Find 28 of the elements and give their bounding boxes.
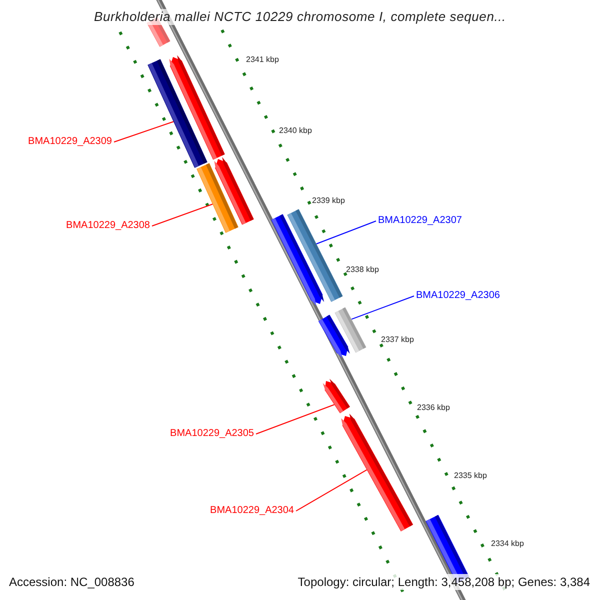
- gene-label: BMA10229_A2309: [28, 135, 112, 149]
- tick-label: 2338 kbp: [346, 265, 379, 275]
- gene-feature: [322, 378, 350, 414]
- gene-feature: [341, 414, 414, 532]
- tick-label: 2337 kbp: [381, 335, 414, 345]
- gene-feature: [169, 55, 225, 160]
- leader-line: [152, 204, 214, 226]
- sequence-info-text: Topology: circular; Length: 3,458,208 bp; Genes: 3,384: [298, 574, 590, 590]
- gene-label: BMA10229_A2305: [170, 427, 254, 441]
- gene-label: BMA10229_A2308: [66, 219, 150, 233]
- gene-label: BMA10229_A2306: [416, 289, 500, 303]
- tick-label: 2339 kbp: [312, 196, 345, 206]
- gene-feature: [214, 157, 254, 225]
- tick-label: 2335 kbp: [454, 471, 487, 481]
- tick-label: 2334 kbp: [491, 539, 524, 549]
- gene-label: BMA10229_A2307: [378, 214, 462, 228]
- leader-line: [351, 296, 414, 320]
- gene-feature: [318, 314, 350, 358]
- tick-label: 2340 kbp: [279, 126, 312, 136]
- tick-label: 2336 kbp: [417, 403, 450, 413]
- accession-text: Accession: NC_008836: [9, 574, 134, 590]
- leader-line: [256, 404, 335, 434]
- leader-line: [114, 121, 174, 142]
- leader-line: [316, 220, 376, 244]
- tick-label: 2341 kbp: [246, 55, 279, 65]
- leader-line: [296, 469, 368, 512]
- gene-label: BMA10229_A2304: [210, 504, 294, 518]
- gene-feature: [271, 214, 324, 306]
